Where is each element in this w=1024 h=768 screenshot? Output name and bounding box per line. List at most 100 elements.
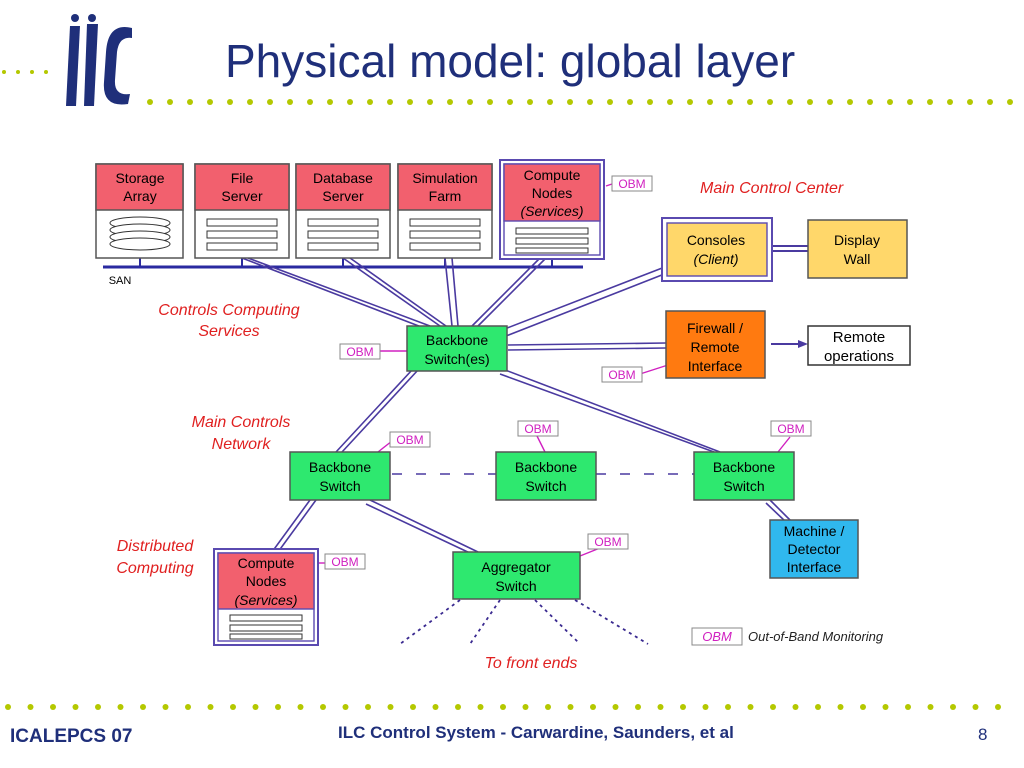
dot [927, 704, 934, 710]
dot [407, 99, 413, 105]
dot [467, 99, 473, 105]
dot [167, 99, 173, 105]
dot [5, 704, 11, 710]
firewall-box: Firewall / Remote Interface [665, 310, 766, 379]
dot [725, 704, 731, 710]
dot [477, 704, 484, 710]
dot [16, 70, 20, 74]
obm-badge: OBM [611, 175, 653, 192]
dot [947, 99, 953, 105]
dot [950, 704, 956, 710]
storage-label-2: Array [123, 188, 156, 204]
rack-unit-icon [515, 227, 589, 254]
obm-badge: OBM [587, 533, 629, 550]
dot [927, 99, 933, 105]
backbone-right-label-1: Backbone [713, 459, 775, 475]
dot [787, 99, 793, 105]
storage-label-1: Storage [115, 170, 164, 186]
dot [770, 704, 776, 710]
compute-top-label-2: Nodes [532, 185, 572, 201]
dot [297, 704, 304, 710]
firewall-label-2: Remote [690, 339, 739, 355]
dot [967, 99, 973, 105]
dot [117, 704, 124, 710]
dot [30, 70, 34, 74]
dot [767, 99, 773, 105]
legend-obm: OBM [702, 629, 732, 644]
dot [320, 704, 326, 710]
backbone-switch-left-box: Backbone Switch [289, 451, 391, 501]
dot [527, 99, 533, 105]
disk-stack-icon [109, 216, 171, 251]
compute-nodes-bottom-box: Compute Nodes (Services) [213, 548, 319, 646]
obm-badge: OBM [389, 431, 431, 448]
dot [50, 704, 56, 710]
legend-text: Out-of-Band Monitoring [748, 629, 884, 644]
dot [995, 704, 1001, 710]
obm-badge: OBM [339, 343, 381, 360]
svg-text:OBM: OBM [346, 345, 373, 359]
obm-legend: OBM Out-of-Band Monitoring [691, 627, 884, 646]
dot [347, 99, 353, 105]
dot [72, 704, 79, 710]
dot [207, 99, 213, 105]
dot [387, 99, 393, 105]
dot [227, 99, 233, 105]
database-server-box: Database Server [295, 163, 391, 259]
dot [567, 99, 573, 105]
dot [612, 704, 619, 710]
firewall-label-3: Interface [688, 358, 743, 374]
dot [275, 704, 281, 710]
dot [635, 704, 641, 710]
consoles-box: Consoles (Client) [661, 217, 773, 282]
database-label-1: Database [313, 170, 373, 186]
distributed-computing-label-2: Computing [116, 560, 193, 577]
backbone-main-label-1: Backbone [426, 332, 488, 348]
dotted-rule-top [2, 70, 1013, 105]
consoles-label-1: Consoles [687, 232, 745, 248]
backbone-center-label-1: Backbone [515, 459, 577, 475]
rack-unit-icon [307, 218, 379, 251]
file-server-label-1: File [231, 170, 254, 186]
backbone-center-label-2: Switch [525, 478, 566, 494]
rack-unit-icon [229, 614, 303, 640]
ilc-logo [66, 14, 132, 106]
dot [707, 99, 713, 105]
dot [545, 704, 551, 710]
dot [887, 99, 893, 105]
dot [95, 704, 101, 710]
backbone-switch-right-box: Backbone Switch [693, 451, 795, 501]
display-wall-box: Display Wall [807, 219, 908, 279]
dot [815, 704, 821, 710]
backbone-left-label-1: Backbone [309, 459, 371, 475]
dot [2, 70, 6, 74]
dot [185, 704, 191, 710]
page-number: 8 [978, 725, 988, 744]
dot [365, 704, 371, 710]
consoles-label-2: (Client) [693, 251, 738, 267]
footer-authors: ILC Control System - Carwardine, Saunder… [338, 723, 734, 742]
dot [455, 704, 461, 710]
compute-bottom-label-2: Nodes [246, 573, 286, 589]
dot [905, 704, 911, 710]
dot [807, 99, 813, 105]
dot [647, 99, 653, 105]
backbone-right-label-2: Switch [723, 478, 764, 494]
compute-nodes-top-box: Compute Nodes (Services) [499, 159, 605, 260]
dot [847, 99, 853, 105]
dot [447, 99, 453, 105]
annotation-labels: Main Control Center Controls Computing S… [116, 180, 844, 672]
svg-text:OBM: OBM [396, 433, 423, 447]
dot [522, 704, 529, 710]
dot [267, 99, 273, 105]
remote-operations-box: Remote operations [807, 325, 911, 366]
machine-label-3: Interface [787, 559, 842, 575]
dot [140, 704, 146, 710]
dot [342, 704, 349, 710]
front-end-links [399, 599, 649, 645]
dot [367, 99, 373, 105]
file-server-label-2: Server [221, 188, 263, 204]
dot [162, 704, 169, 710]
dot [567, 704, 574, 710]
